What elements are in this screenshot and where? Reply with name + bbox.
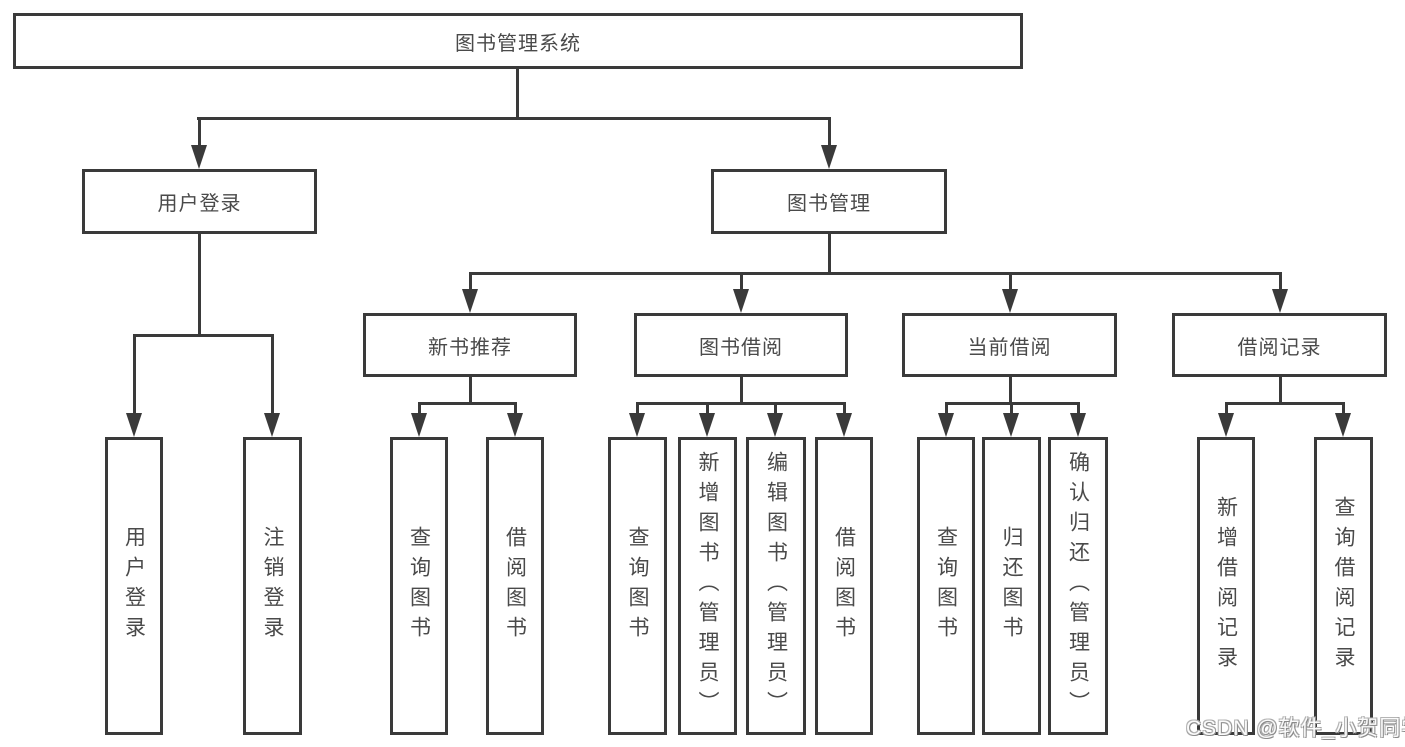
arrow-down-icon (733, 289, 749, 313)
csdn-watermark: CSDN @软件_小贺同学 (1186, 717, 1405, 740)
connector-group1-drop-1 (418, 402, 421, 418)
leaf-search-borrow-record: 查询借阅记录 (1314, 437, 1373, 735)
connector-group3-stem (1009, 376, 1012, 405)
leaf-search-books-borrowing-label: 查询图书 (626, 526, 649, 646)
arrow-down-icon (1335, 413, 1351, 437)
connector-user-login-split (133, 334, 274, 337)
node-new-book-recommend: 新书推荐 (363, 313, 577, 377)
connector-user-login-drop-1 (133, 334, 136, 417)
arrow-down-icon (264, 413, 280, 437)
leaf-confirm-return-admin: 确认归还（管理员） (1048, 437, 1108, 735)
connector-group2-drop-4 (843, 402, 846, 418)
arrow-down-icon (938, 413, 954, 437)
leaf-search-books-borrowing: 查询图书 (608, 437, 667, 735)
leaf-borrow-books-recommend-label: 借阅图书 (503, 526, 527, 646)
connector-group2-stem (740, 376, 743, 405)
leaf-confirm-return-admin-label: 确认归还（管理员） (1066, 451, 1090, 721)
leaf-borrow-books: 借阅图书 (815, 437, 873, 735)
leaf-edit-books-admin: 编辑图书（管理员） (746, 437, 806, 735)
node-current-borrowing-label: 当前借阅 (967, 336, 1052, 359)
connector-group4-split (1225, 402, 1344, 405)
leaf-search-books-recommend: 查询图书 (390, 437, 448, 735)
connector-group4-drop-2 (1342, 402, 1345, 418)
leaf-return-books: 归还图书 (982, 437, 1041, 735)
node-borrowing-records: 借阅记录 (1172, 313, 1387, 377)
node-user-login-label: 用户登录 (157, 193, 242, 215)
connector-l2-drop-right (828, 117, 831, 148)
arrow-down-icon (1218, 413, 1234, 437)
arrow-down-icon (629, 413, 645, 437)
node-new-book-recommend-label: 新书推荐 (428, 336, 512, 359)
node-root-label: 图书管理系统 (455, 32, 581, 55)
leaf-user-login-label: 用户登录 (122, 526, 146, 646)
connector-group3-drop-3 (1077, 402, 1080, 418)
connector-group1-stem (469, 376, 472, 405)
arrow-down-icon (767, 413, 783, 437)
leaf-return-books-label: 归还图书 (1000, 526, 1023, 646)
connector-l3-drop-1 (469, 272, 472, 292)
connector-user-login-drop-2 (271, 334, 274, 417)
arrow-down-icon (821, 145, 837, 169)
leaf-logout-label: 注销登录 (261, 526, 284, 646)
arrow-down-icon (1070, 413, 1086, 437)
node-book-borrowing: 图书借阅 (634, 313, 848, 377)
connector-root-stem (516, 69, 519, 118)
connector-group2-split (636, 402, 845, 405)
connector-group4-drop-1 (1225, 402, 1228, 418)
connector-group3-drop-1 (945, 402, 948, 418)
arrow-down-icon (836, 413, 852, 437)
connector-group2-drop-2 (706, 402, 709, 418)
arrow-down-icon (411, 413, 427, 437)
node-user-login: 用户登录 (82, 169, 317, 234)
arrow-down-icon (191, 145, 207, 169)
arrow-down-icon (462, 289, 478, 313)
connector-l3-split (469, 272, 1282, 275)
node-book-management: 图书管理 (711, 169, 947, 234)
arrow-down-icon (126, 413, 142, 437)
leaf-borrow-books-label: 借阅图书 (832, 526, 856, 646)
leaf-search-books-current: 查询图书 (917, 437, 975, 735)
connector-user-login-stem (198, 233, 201, 336)
arrow-down-icon (1002, 289, 1018, 313)
leaf-add-borrow-record: 新增借阅记录 (1197, 437, 1255, 735)
connector-l2-drop-left (198, 117, 201, 148)
arrow-down-icon (1003, 413, 1019, 437)
leaf-add-borrow-record-label: 新增借阅记录 (1214, 496, 1238, 676)
connector-l2-split (197, 117, 831, 120)
leaf-edit-books-admin-label: 编辑图书（管理员） (764, 451, 788, 721)
connector-l3-drop-3 (1009, 272, 1012, 292)
leaf-borrow-books-recommend: 借阅图书 (486, 437, 544, 735)
leaf-search-books-recommend-label: 查询图书 (407, 526, 431, 646)
connector-group2-drop-1 (636, 402, 639, 418)
connector-l3-drop-4 (1279, 272, 1282, 292)
arrow-down-icon (1272, 289, 1288, 313)
arrow-down-icon (507, 413, 523, 437)
node-borrowing-records-label: 借阅记录 (1237, 336, 1322, 359)
node-current-borrowing: 当前借阅 (902, 313, 1117, 377)
arrow-down-icon (699, 413, 715, 437)
connector-group1-drop-2 (514, 402, 517, 418)
connector-group3-drop-2 (1010, 402, 1013, 418)
leaf-add-books-admin-label: 新增图书（管理员） (696, 451, 719, 721)
node-root: 图书管理系统 (13, 13, 1023, 69)
node-book-borrowing-label: 图书借阅 (699, 336, 783, 359)
leaf-add-books-admin: 新增图书（管理员） (678, 437, 737, 735)
connector-l3-drop-2 (740, 272, 743, 292)
leaf-logout: 注销登录 (243, 437, 302, 735)
connector-group4-stem (1279, 376, 1282, 405)
leaf-search-books-current-label: 查询图书 (934, 526, 958, 646)
leaf-search-borrow-record-label: 查询借阅记录 (1332, 496, 1355, 676)
connector-group1-split (418, 402, 517, 405)
leaf-user-login: 用户登录 (105, 437, 163, 735)
connector-book-management-stem (828, 233, 831, 274)
connector-group2-drop-3 (774, 402, 777, 418)
node-book-management-label: 图书管理 (787, 193, 871, 215)
